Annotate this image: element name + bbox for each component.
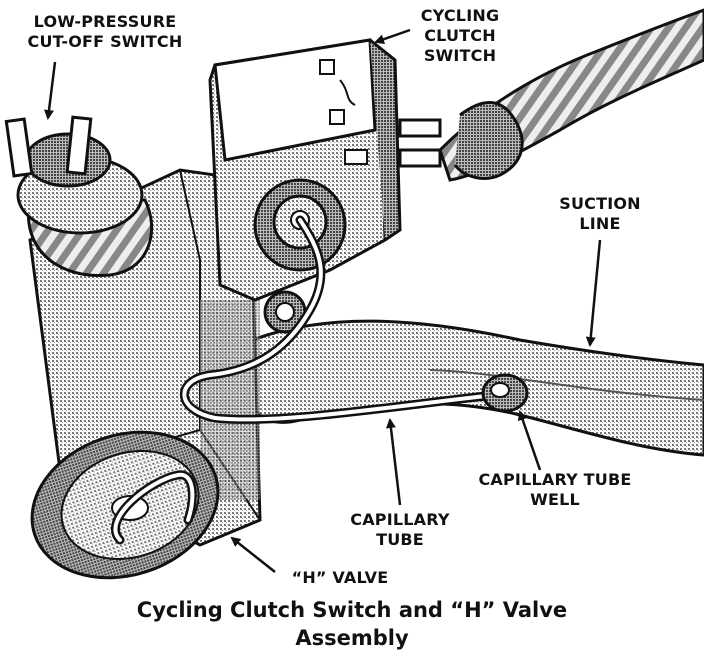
label-line: LOW-PRESSURE [33, 12, 177, 31]
label-line: CLUTCH [424, 26, 496, 45]
assembly-illustration [4, 8, 704, 580]
leader-lines [44, 28, 602, 573]
suction-line [238, 319, 704, 457]
label-h-valve: “H” VALVE [291, 568, 389, 587]
capillary-tube [179, 215, 500, 424]
label-suction-line: SUCTION LINE [540, 194, 660, 234]
label-capillary-tube-well: CAPILLARY TUBE WELL [455, 470, 655, 510]
caption-line: Assembly [295, 626, 409, 650]
label-capillary-tube: CAPILLARY TUBE [330, 510, 470, 550]
capillary-tube-well [481, 373, 529, 413]
label-line: LINE [579, 214, 621, 233]
low-pressure-switch [4, 115, 154, 278]
label-line: CYCLING [420, 6, 500, 25]
label-line: TUBE [376, 530, 424, 549]
cycling-clutch-switch [208, 38, 442, 334]
wire-harness [438, 8, 704, 182]
label-line: WELL [530, 490, 580, 509]
label-line: CAPILLARY [350, 510, 450, 529]
figure-caption: Cycling Clutch Switch and “H” Valve Asse… [0, 596, 704, 652]
label-line: SUCTION [559, 194, 641, 213]
label-line: CUT-OFF SWITCH [27, 32, 183, 51]
h-valve-fitting [30, 430, 220, 580]
label-line: CAPILLARY TUBE [478, 470, 632, 489]
caption-line: Cycling Clutch Switch and “H” Valve [136, 598, 568, 622]
label-line: SWITCH [423, 46, 497, 65]
label-cycling-clutch-switch: CYCLING CLUTCH SWITCH [405, 6, 515, 66]
label-low-pressure-switch: LOW-PRESSURE CUT-OFF SWITCH [10, 12, 200, 52]
